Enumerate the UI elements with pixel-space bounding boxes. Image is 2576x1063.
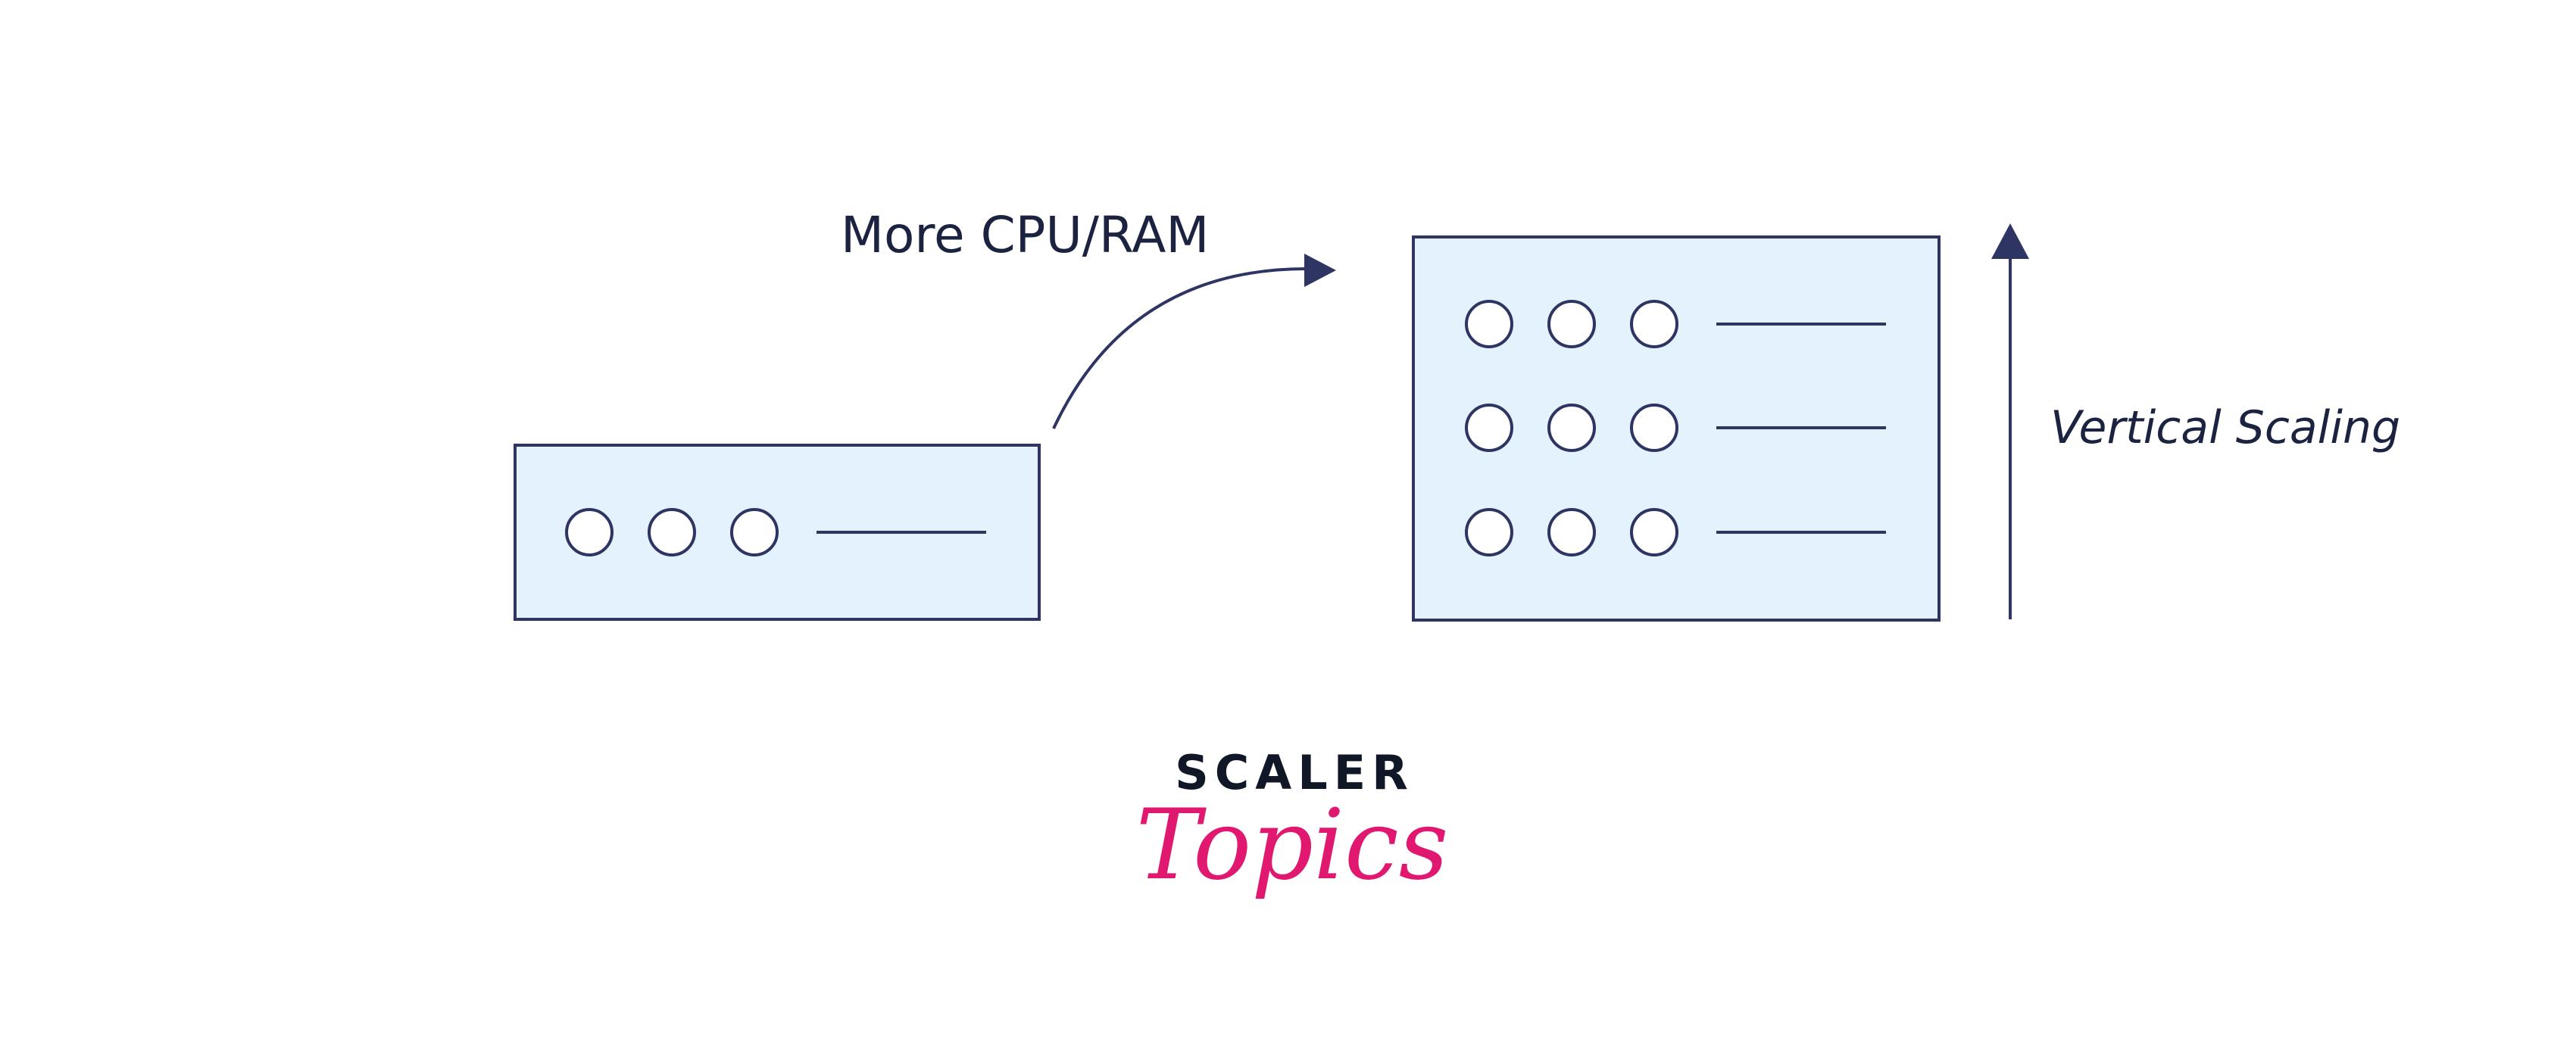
server-led-icon [1630, 300, 1678, 348]
server-led-icon [1547, 404, 1596, 452]
upgrade-arrow-curve [1052, 267, 1307, 429]
server-led-icon [1465, 508, 1513, 556]
large-server-row [1465, 508, 1886, 556]
logo-scaler-text: SCALER [1175, 745, 1414, 800]
large-server [1412, 235, 1941, 622]
scaler-topics-logo: SCALER Topics [1136, 745, 1449, 902]
server-led-icon [648, 508, 696, 556]
upgrade-label: More CPU/RAM [841, 206, 1209, 264]
logo-topics-text: Topics [1136, 789, 1449, 902]
server-led-icon [1630, 404, 1678, 452]
small-server [514, 444, 1041, 621]
server-led-icon [730, 508, 779, 556]
server-led-icon [1465, 300, 1513, 348]
upgrade-arrow [1052, 254, 1336, 429]
arrow-head-right-icon [1304, 254, 1336, 287]
server-led-icon [1465, 404, 1513, 452]
small-server-row [565, 508, 986, 556]
server-led-icon [1630, 508, 1678, 556]
server-led-icon [1547, 300, 1596, 348]
large-server-row [1465, 404, 1886, 452]
server-led-icon [1547, 508, 1596, 556]
large-server-row [1465, 300, 1886, 348]
vertical-arrow [1991, 223, 2029, 619]
server-led-icon [565, 508, 614, 556]
arrow-head-up-icon [1991, 223, 2029, 259]
vertical-scaling-label: Vertical Scaling [2050, 401, 2400, 454]
